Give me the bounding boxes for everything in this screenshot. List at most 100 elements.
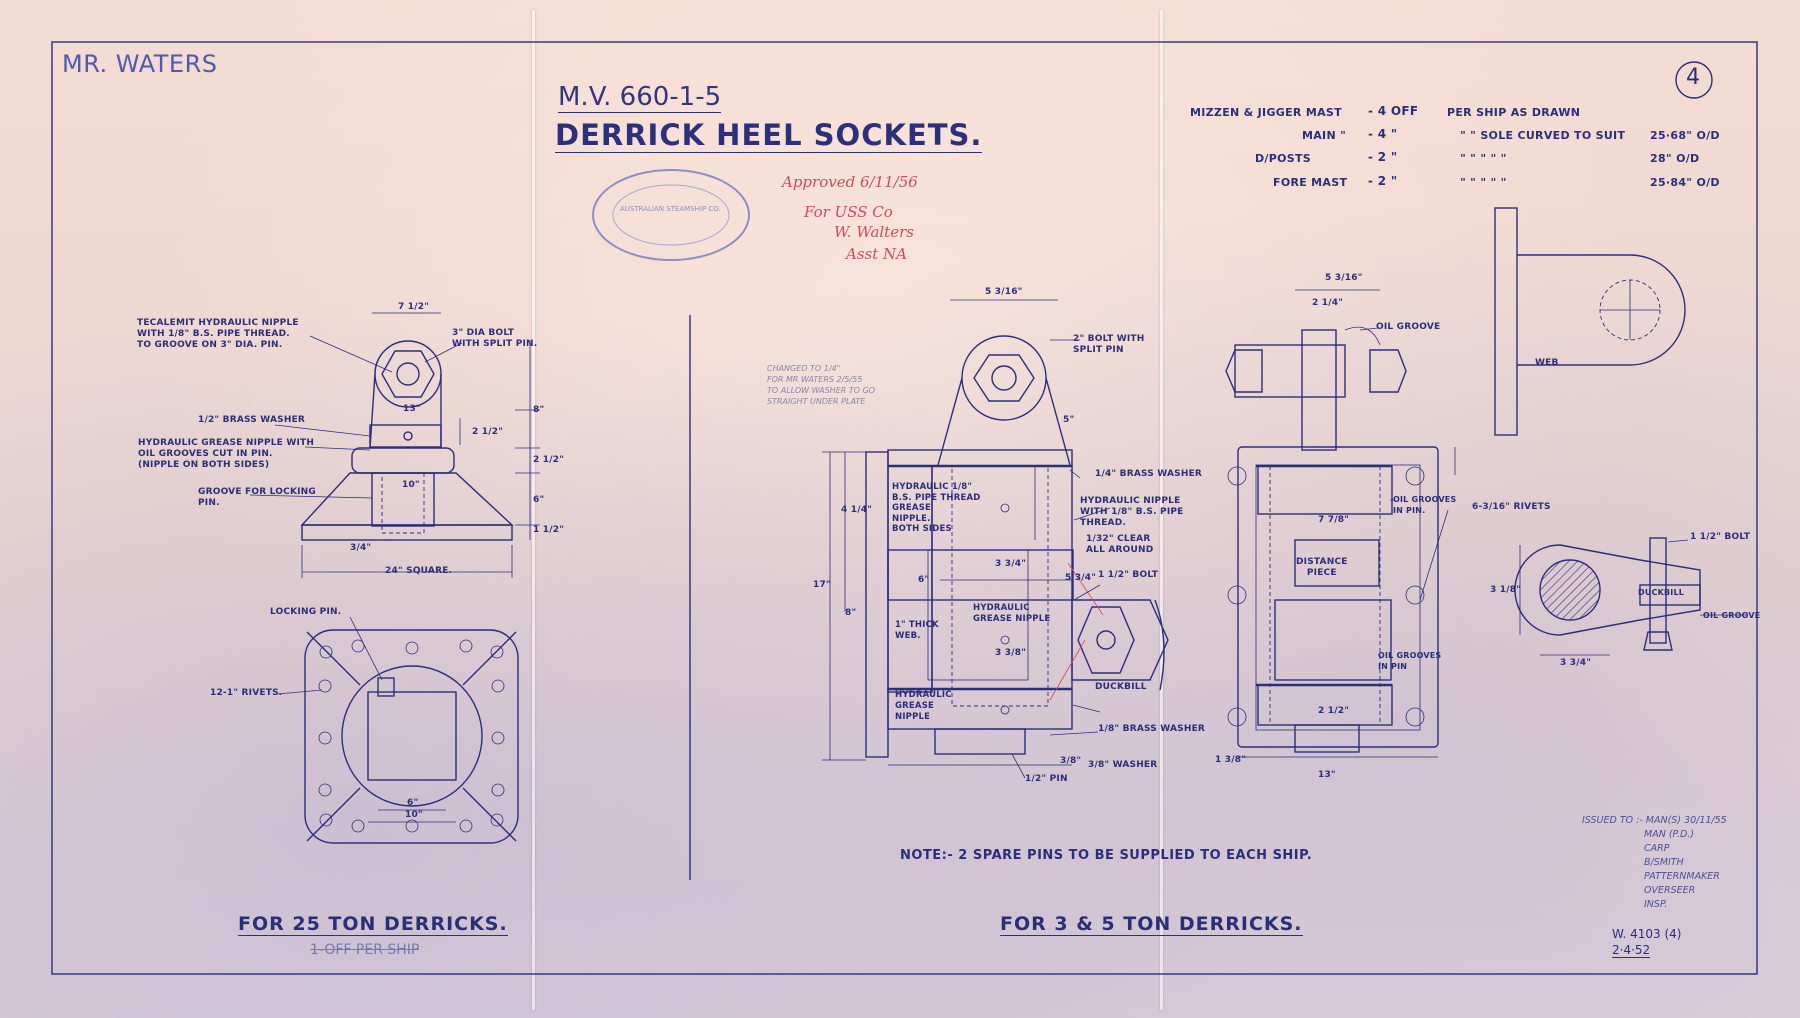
label-hydraulic-bottom: HYDRAULIC GREASE NIPPLE	[895, 690, 952, 722]
dim-left-r: 3/4"	[350, 543, 372, 553]
issue-block: ISSUED TO :- MAN(S) 30/11/55 MAN (P.D.) …	[1582, 815, 1752, 965]
dim-right-b: 1 3/8"	[1215, 755, 1247, 765]
dim-mid-3: 3/8"	[1060, 756, 1082, 766]
issue-line: PATTERNMAKER	[1644, 871, 1720, 882]
label-1-5-bolt: 1 1/2" BOLT	[1098, 570, 1159, 580]
label-brass-washer-2: 1/8" BRASS WASHER	[1098, 724, 1206, 734]
label-distance-piece: DISTANCE PIECE	[1296, 557, 1348, 578]
dim-mid-5: 5"	[1063, 415, 1075, 425]
label-hydraulic-nipple-mid: HYDRAULIC NIPPLE WITH 1/8" B.S. PIPE THR…	[1080, 496, 1184, 528]
label-2in-bolt: 2" BOLT WITH SPLIT PIN	[1073, 334, 1145, 355]
handwritten-name: MR. WATERS	[62, 50, 218, 78]
dim-left-h3: 2 1/2"	[533, 455, 565, 465]
dim-plan-ten: 10"	[405, 810, 423, 820]
label-washer: 3/8" WASHER	[1088, 760, 1158, 770]
schedule-size: 28" O/D	[1650, 152, 1700, 165]
issue-line: CARP	[1644, 843, 1670, 854]
left-plan	[277, 616, 519, 844]
left-elevation	[249, 312, 540, 578]
drawing-border	[51, 41, 1758, 975]
label-oil-groove-right: OIL GROOVE	[1703, 611, 1761, 620]
drawing-title: DERRICK HEEL SOCKETS.	[555, 118, 983, 153]
issue-line: MAN (P.D.)	[1644, 829, 1695, 840]
issue-line: INSP.	[1644, 899, 1668, 910]
label-groove: GROOVE FOR LOCKING PIN.	[198, 487, 316, 508]
label-duckbill-mid: DUCKBILL	[1095, 682, 1147, 692]
label-grease-nipple: HYDRAULIC GREASE NIPPLE WITH OIL GROOVES…	[138, 438, 315, 470]
drawing-date: 2·4·52	[1612, 943, 1651, 958]
fold-line-right	[1160, 10, 1163, 1010]
dim-mid-44: 4 1/4"	[841, 505, 873, 515]
label-web-right: WEB	[1535, 358, 1559, 368]
drawing-reference: W. 4103 (4)	[1612, 927, 1682, 941]
dim-right-top: 5 3/16"	[1325, 273, 1363, 283]
label-duckbill-right: DUCKBILL	[1638, 588, 1685, 597]
dim-left-h1: 8"	[533, 405, 545, 415]
dim-left-eye: 13"	[403, 404, 421, 414]
label-3in-bolt: 3" DIA BOLT WITH SPLIT PIN.	[452, 328, 538, 349]
label-rivets: 12-1" RIVETS.	[210, 688, 283, 698]
dim-mid-38: 3 3/8"	[995, 648, 1027, 658]
caption-25-ton: FOR 25 TON DERRICKS.	[238, 913, 508, 936]
dim-right-334: 3 3/4"	[1560, 658, 1592, 668]
dim-right-212: 2 1/2"	[1318, 706, 1350, 716]
label-locking-pin: LOCKING PIN.	[270, 607, 342, 617]
stamp-text: AUSTRALIAN STEAMSHIP CO.	[620, 205, 721, 213]
dim-right-318: 3 1/8"	[1490, 585, 1522, 595]
dim-left-h2: 2 1/2"	[472, 427, 504, 437]
fold-line-left	[532, 10, 535, 1010]
label-tecalemit-nipple: TECALEMIT HYDRAULIC NIPPLE WITH 1/8" B.S…	[137, 318, 299, 350]
schedule-item: MIZZEN & JIGGER MAST	[1190, 106, 1342, 119]
approval-line-2: For USS Co	[804, 203, 893, 221]
dim-24-square: 24" SQUARE.	[385, 566, 453, 576]
pencil-change-note: CHANGED TO 1/4" FOR MR WATERS 2/5/55 TO …	[767, 364, 876, 406]
label-brass-washer-mid: 1/4" BRASS WASHER	[1095, 469, 1203, 479]
right-elevation	[1225, 289, 1456, 758]
right-top-view	[1494, 207, 1686, 436]
label-brass-washer: 1/2" BRASS WASHER	[198, 415, 306, 425]
schedule-note: PER SHIP AS DRAWN	[1447, 106, 1581, 119]
label-oil-grooves-pin-2: OIL GROOVES IN PIN	[1378, 651, 1442, 671]
job-number: M.V. 660-1-5	[558, 82, 722, 113]
dim-plan-six: 6"	[407, 798, 419, 808]
sheet-number-circle	[1675, 61, 1713, 99]
middle-elevation	[822, 299, 1169, 779]
dim-mid-6: 6"	[918, 575, 930, 585]
schedule-qty: - 2 "	[1368, 174, 1398, 188]
caption-3-5-ton: FOR 3 & 5 TON DERRICKS.	[1000, 913, 1303, 936]
caption-25-ton-pencil: 1-OFF PER SHIP	[310, 942, 420, 958]
right-duckbill-section	[1514, 537, 1748, 656]
dim-left-h4: 6"	[533, 495, 545, 505]
schedule-note: " " SOLE CURVED TO SUIT	[1460, 129, 1626, 142]
spare-pins-note: NOTE:- 2 SPARE PINS TO BE SUPPLIED TO EA…	[900, 848, 1313, 863]
schedule-size: 25·84" O/D	[1650, 176, 1720, 189]
schedule-note: " " " " "	[1460, 176, 1507, 189]
dim-left-h5: 1 1/2"	[533, 525, 565, 535]
schedule-qty: - 4 OFF	[1368, 104, 1419, 118]
dim-right-78: 7 7/8"	[1318, 515, 1350, 525]
dim-left-pin: 10"	[402, 480, 420, 490]
schedule-note: " " " " "	[1460, 152, 1507, 165]
dim-mid-17: 17"	[813, 580, 831, 590]
label-hydraulic-left: HYDRAULIC 1/8" B.S. PIPE THREAD GREASE N…	[892, 482, 981, 534]
schedule-size: 25·68" O/D	[1650, 129, 1720, 142]
issue-line: ISSUED TO :- MAN(S) 30/11/55	[1582, 815, 1727, 826]
dim-right-top2: 2 1/4"	[1312, 298, 1344, 308]
label-pin: 1/2" PIN	[1025, 774, 1068, 784]
label-clear: 1/32" CLEAR ALL AROUND	[1086, 534, 1154, 555]
approval-line-3: W. Walters	[834, 223, 914, 241]
dim-right-13: 13"	[1318, 770, 1336, 780]
label-web: 1" THICK WEB.	[895, 620, 939, 641]
sheet-number: 4	[1686, 65, 1700, 90]
issue-line: OVERSEER	[1644, 885, 1696, 896]
schedule-item: MAIN "	[1302, 129, 1347, 142]
label-oil-groove: OIL GROOVE	[1376, 322, 1441, 332]
dim-mid-8: 8"	[845, 608, 857, 618]
schedule-item: D/POSTS	[1255, 152, 1312, 165]
schedule-qty: - 2 "	[1368, 150, 1398, 164]
dim-mid-33: 3 3/4"	[995, 559, 1027, 569]
approval-line-1: Approved 6/11/56	[782, 173, 918, 191]
issue-line: B/SMITH	[1644, 857, 1684, 868]
